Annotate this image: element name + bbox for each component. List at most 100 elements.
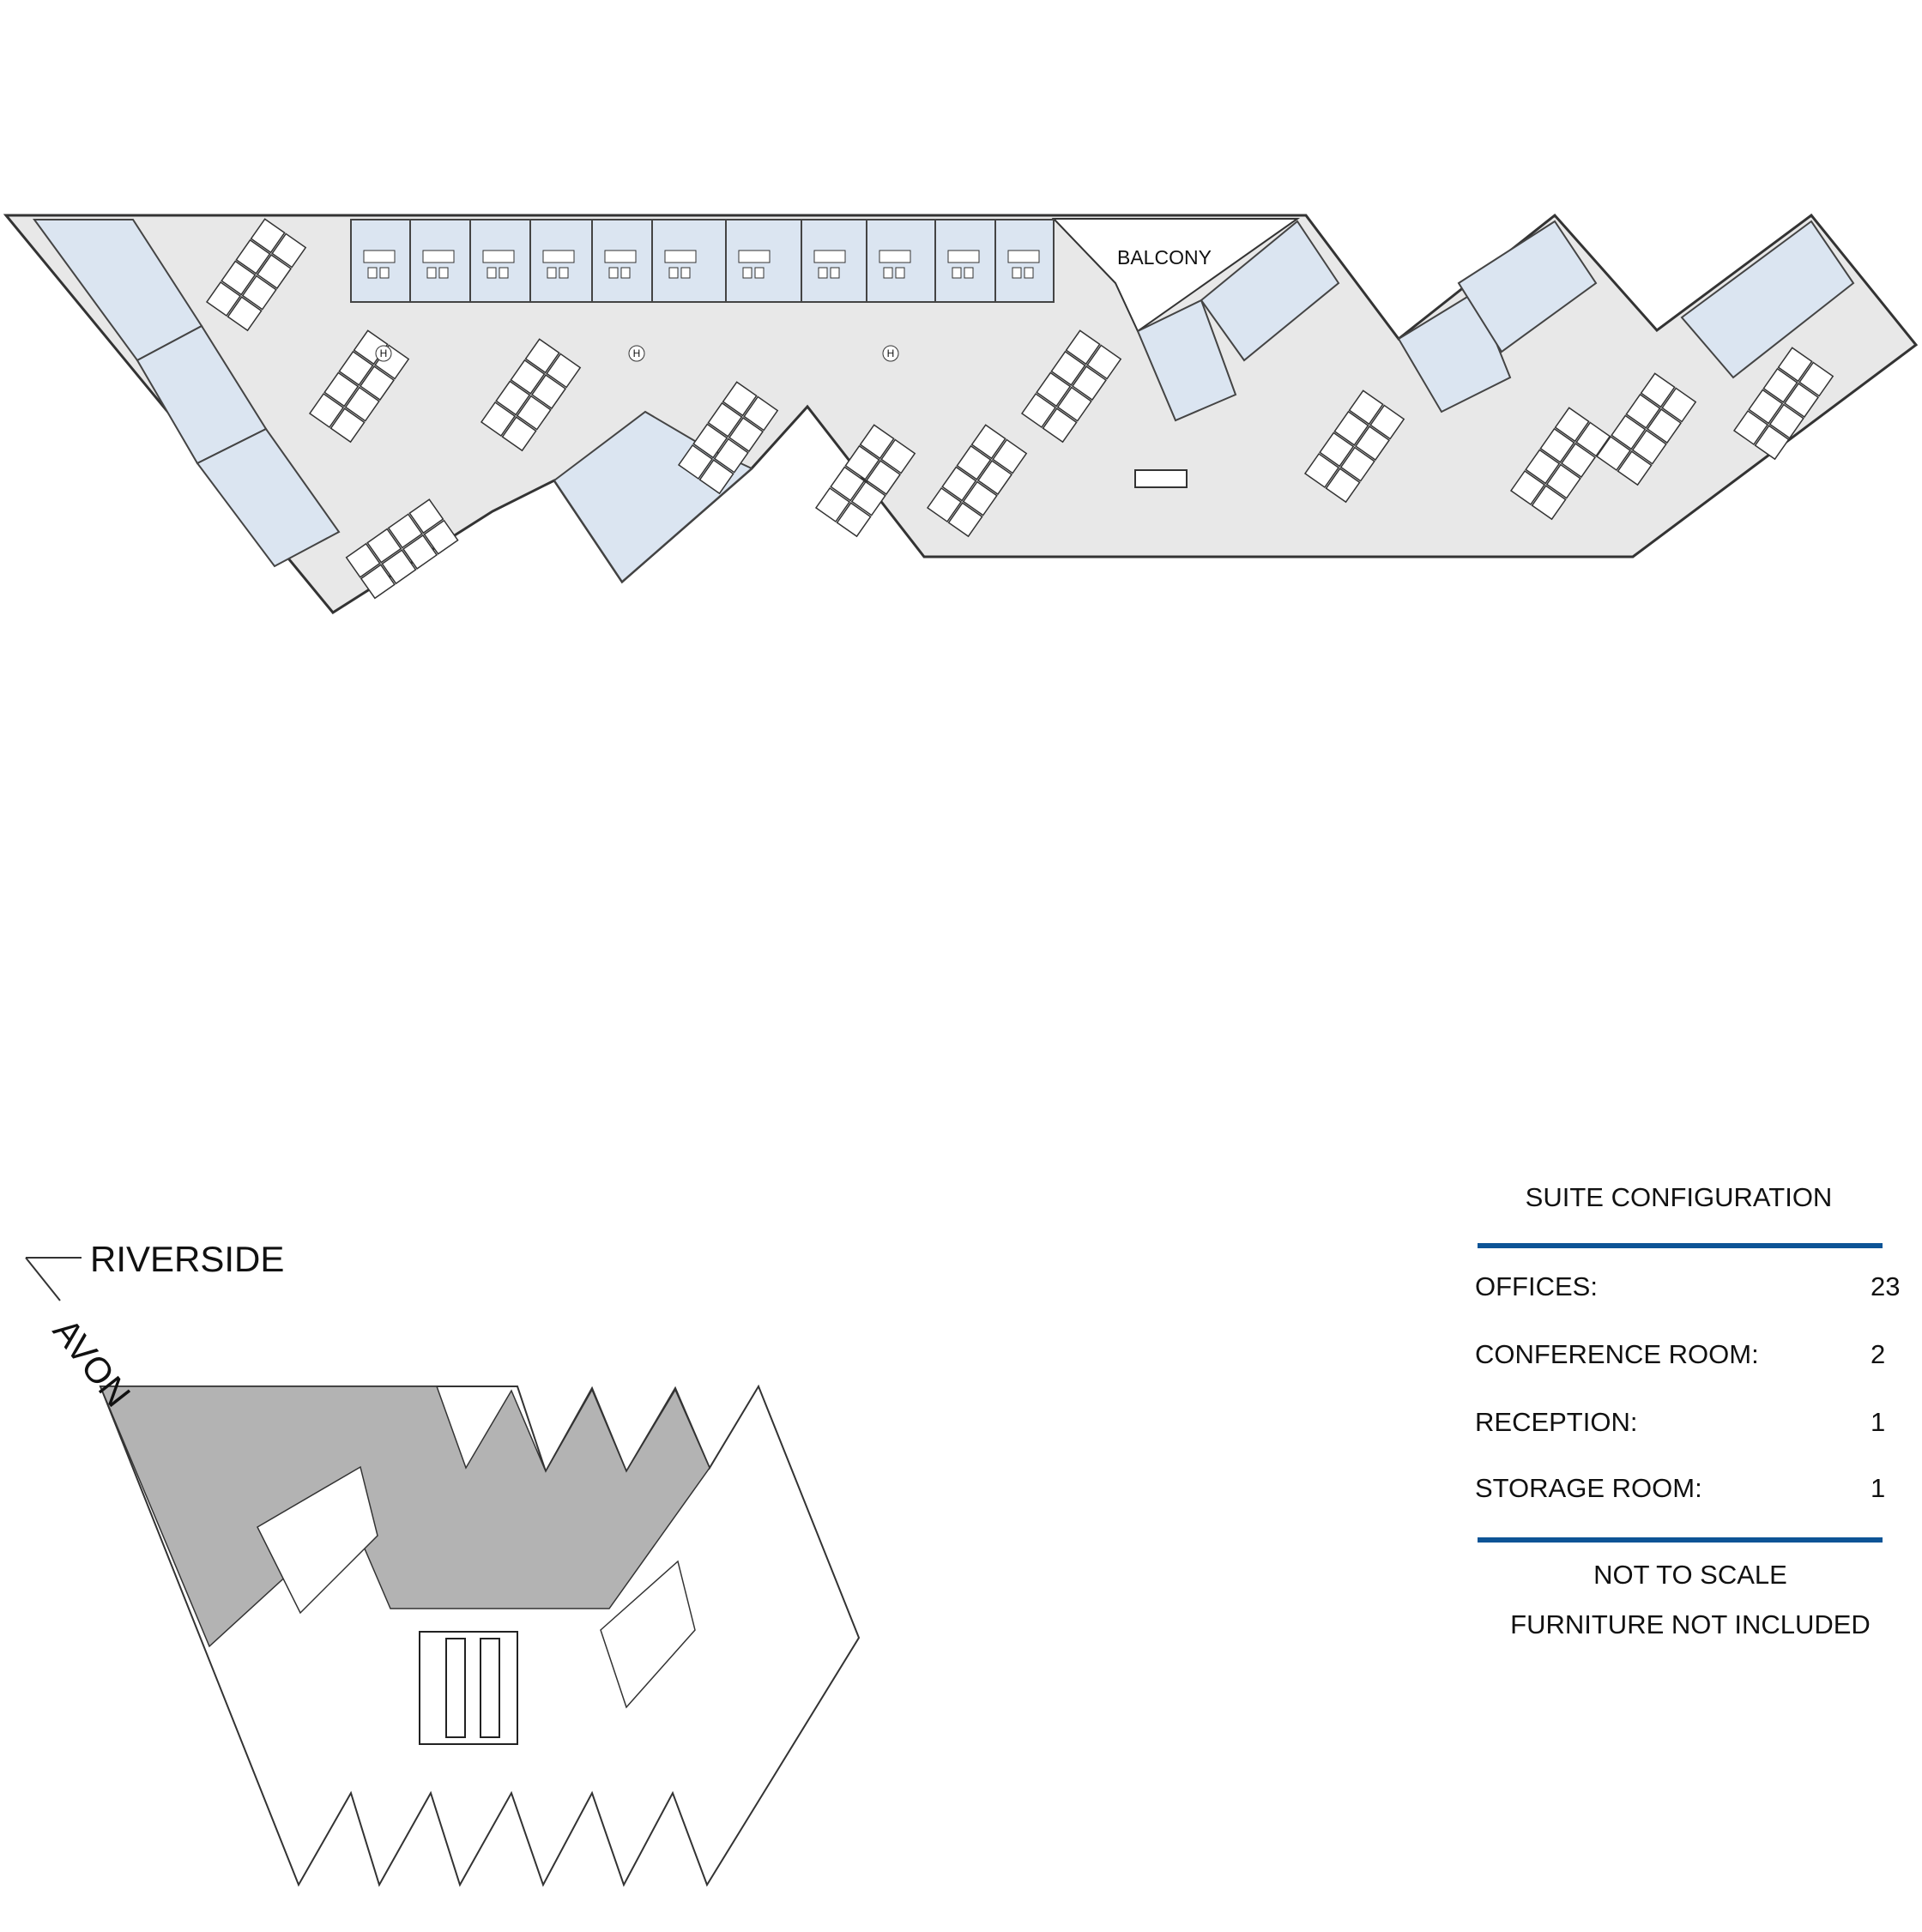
core-left [257,1465,378,1615]
workstation [1071,365,1108,401]
workstation [205,281,242,317]
workstation [947,502,983,538]
workstation [677,444,714,480]
hydrant-marker: H [887,347,895,359]
workstation-cluster [814,424,916,538]
furniture-layer [205,218,1834,600]
office-chair [883,267,893,279]
workstation [329,408,366,444]
workstation [250,218,286,254]
workstation [926,486,963,523]
workstation [1611,414,1647,450]
legend-rule-bottom [1478,1537,1883,1543]
workstation [1348,389,1384,426]
workstation [501,416,537,452]
workstation [1020,392,1057,429]
office-chair [668,267,679,279]
workstation [1646,408,1683,444]
workstation [1798,361,1834,397]
workstation [1509,469,1546,506]
workstation [1354,426,1391,462]
street-label-riverside: RIVERSIDE [90,1239,285,1279]
office-desk [738,250,771,263]
workstation [387,513,423,549]
workstation [956,444,992,480]
office [994,219,1055,303]
legend-label-offices: OFFICES: [1475,1271,1598,1301]
workstation [1531,485,1567,521]
legend-value-conference: 2 [1871,1339,1886,1369]
hydrant-marker: H [633,347,641,359]
workstation [344,386,380,422]
workstation [1056,386,1092,422]
workstation [1748,389,1784,425]
office-chair [742,267,752,279]
office [529,219,593,303]
workstation [1595,435,1632,472]
workstation [976,460,1013,496]
workstation [1631,429,1667,465]
office-chair [620,267,631,279]
workstation [970,424,1006,460]
office-desk [422,250,455,263]
workstation [1319,432,1355,468]
office-chair [964,267,974,279]
workstation [524,338,560,374]
office-chair [754,267,765,279]
workstation [495,380,531,416]
workstation-cluster [1509,407,1611,521]
office-desk [604,250,637,263]
office-chair [830,267,840,279]
workstation [221,260,257,296]
office [725,219,802,303]
workstation [1754,425,1790,461]
workstation [1617,450,1653,486]
workstation [1369,404,1405,440]
workstation [256,254,293,290]
office-chair [379,267,390,279]
workstation [510,359,546,395]
workstation [271,232,307,269]
office-right-1 [1136,299,1237,422]
hydrant-markers: H H H [375,345,899,362]
office-chair [1012,267,1022,279]
office-desk [813,250,846,263]
workstation [692,423,728,459]
workstation [1042,408,1078,444]
workstation [880,438,916,474]
note-furniture: FURNITURE NOT INCLUDED [1510,1609,1871,1639]
legend-label-reception: RECEPTION: [1475,1407,1638,1437]
workstation [1539,427,1575,463]
office-chair [608,267,619,279]
workstation [850,480,886,516]
hydrant-marker: H [380,347,388,359]
office-desk [542,250,575,263]
office-desk [664,250,697,263]
office-chair [426,267,437,279]
workstation [941,466,977,502]
workstation [1525,449,1561,485]
workstation [1783,383,1820,419]
workstation [345,542,381,578]
workstation-cluster [1595,372,1697,486]
office-right-5 [1680,220,1855,379]
office-right-2 [1200,220,1340,362]
legend-label-storage: STORAGE ROOM: [1475,1473,1702,1503]
workstation [408,498,444,534]
workstation [546,353,582,389]
office-chair [438,267,449,279]
workstation [713,438,749,474]
workstation [698,459,734,495]
office-chair [559,267,569,279]
office-chair [487,267,497,279]
workstation [836,502,872,538]
legend-value-offices: 23 [1871,1271,1901,1301]
legend-rule-top [1478,1243,1883,1248]
workstation [235,238,271,275]
office-room [529,219,593,303]
workstation-cluster [205,218,307,332]
office-right-4 [1457,220,1598,353]
workstation [865,460,902,496]
workstation [1333,410,1369,446]
